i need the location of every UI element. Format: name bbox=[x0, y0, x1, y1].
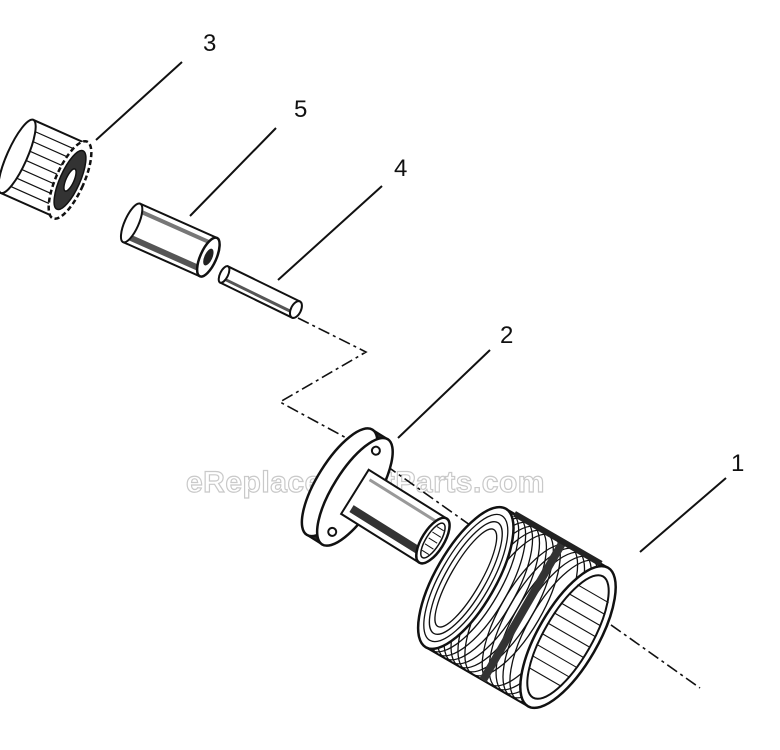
part-3-gear bbox=[0, 118, 93, 221]
callout-4: 4 bbox=[394, 155, 407, 182]
callout-3: 3 bbox=[203, 30, 216, 57]
leader-line-1 bbox=[639, 477, 727, 553]
callout-5: 5 bbox=[294, 96, 307, 123]
leader-line-5 bbox=[189, 127, 277, 217]
callout-2: 2 bbox=[500, 322, 513, 349]
assembly-centerline bbox=[278, 317, 701, 689]
leader-line-3 bbox=[95, 61, 183, 141]
part-5-bushing bbox=[119, 202, 221, 278]
callout-1: 1 bbox=[731, 450, 744, 477]
part-4-pin bbox=[217, 265, 303, 319]
part-1-threaded-nut bbox=[416, 505, 617, 710]
leader-line-4 bbox=[277, 185, 383, 281]
part-2-flanged-sleeve bbox=[300, 427, 451, 565]
leader-line-2 bbox=[397, 349, 491, 439]
